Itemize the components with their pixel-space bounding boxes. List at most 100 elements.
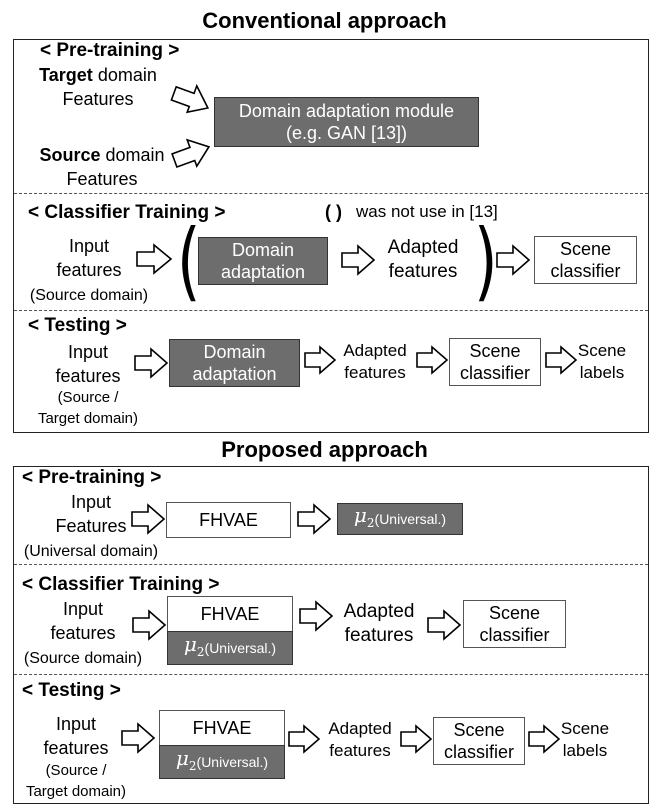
stage-label-testing: < Testing > bbox=[28, 315, 127, 336]
input-line1: Input bbox=[55, 714, 97, 734]
input-line3: (Source domain) bbox=[29, 287, 149, 304]
divider bbox=[14, 564, 648, 565]
target-line2: Features bbox=[62, 89, 134, 109]
target-rest: domain bbox=[92, 65, 157, 85]
input-line4: Target domain) bbox=[37, 410, 139, 427]
input-line2: Features bbox=[55, 516, 127, 536]
stage-label-testing: < Testing > bbox=[22, 680, 121, 701]
scene-line1: Scene bbox=[469, 341, 521, 361]
module-line1: Domain adaptation module bbox=[238, 101, 455, 121]
input-features-label: Input features bbox=[18, 340, 158, 388]
stage-label-classifier-training: < Classifier Training > bbox=[28, 202, 226, 223]
scene-line1: Scene bbox=[488, 603, 541, 623]
mu2-label: (Universal.) bbox=[196, 754, 269, 770]
mu2-symbol: μ2 bbox=[354, 504, 375, 534]
mu-symbol: μ bbox=[175, 746, 189, 770]
scene-line2: classifier bbox=[479, 625, 550, 645]
da-line1: Domain bbox=[203, 342, 266, 362]
da-line1: Domain bbox=[231, 240, 295, 260]
labels-line1: Scene bbox=[560, 719, 610, 738]
arrow-icon bbox=[427, 609, 462, 641]
fhvae-box: FHVAE bbox=[167, 596, 293, 632]
arrow-icon bbox=[121, 722, 156, 754]
da-line2: adaptation bbox=[192, 364, 277, 384]
adapted-line2: features bbox=[344, 363, 406, 382]
fhvae-label: FHVAE bbox=[200, 604, 260, 624]
adapted-line2: features bbox=[344, 625, 414, 646]
arrow-icon bbox=[132, 609, 167, 641]
mu-sub: 2 bbox=[196, 645, 205, 659]
mu-symbol: μ bbox=[353, 503, 367, 527]
stage-label-pretraining: < Pre-training > bbox=[40, 40, 180, 61]
scene-labels-label: Scene labels bbox=[555, 718, 615, 762]
adapted-features-label: Adapted features bbox=[376, 236, 470, 284]
mu-sub: 2 bbox=[188, 759, 197, 773]
adapted-line1: Adapted bbox=[387, 237, 459, 258]
arrow-icon bbox=[400, 724, 433, 754]
labels-line1: Scene bbox=[577, 341, 627, 360]
mu2-symbol: μ2 bbox=[184, 633, 205, 663]
domain-adaptation-box: Domain adaptation bbox=[198, 237, 328, 285]
input-line4: Target domain) bbox=[25, 783, 127, 800]
adapted-line1: Adapted bbox=[328, 719, 392, 738]
input-line1: Input bbox=[70, 492, 112, 512]
input-line1: Input bbox=[67, 342, 109, 362]
module-line2: (e.g. GAN [13]) bbox=[285, 123, 408, 143]
mu-symbol: μ bbox=[183, 632, 197, 656]
arrow-icon bbox=[416, 345, 449, 375]
open-paren: ( bbox=[177, 211, 201, 311]
mu-sub: 2 bbox=[366, 516, 375, 530]
mu2-label: (Universal.) bbox=[374, 511, 447, 527]
input-domain-label: (Source / Target domain) bbox=[18, 387, 158, 429]
input-line1: Input bbox=[68, 236, 110, 256]
arrow-icon bbox=[528, 724, 561, 754]
divider bbox=[14, 674, 648, 675]
divider bbox=[14, 193, 648, 194]
input-line3: (Universal domain) bbox=[23, 543, 159, 560]
mu2-universal-box: μ2(Universal.) bbox=[167, 631, 293, 665]
mu2-universal-box: μ2(Universal.) bbox=[159, 745, 285, 779]
target-bold: Target bbox=[39, 65, 93, 85]
input-line2: features bbox=[55, 366, 121, 386]
stage-label-pretraining: < Pre-training > bbox=[22, 467, 162, 488]
input-line2: features bbox=[56, 260, 122, 280]
arrow-icon bbox=[134, 347, 169, 379]
arrow-icon bbox=[496, 244, 531, 276]
arrow-icon bbox=[288, 724, 321, 754]
scene-line1: Scene bbox=[453, 720, 505, 740]
arrow-icon bbox=[136, 243, 173, 275]
proposed-title: Proposed approach bbox=[221, 437, 428, 462]
input-line2: features bbox=[43, 738, 109, 758]
scene-line2: classifier bbox=[443, 742, 514, 762]
arrow-icon bbox=[297, 503, 332, 535]
da-line2: adaptation bbox=[220, 262, 306, 282]
arrow-icon bbox=[545, 345, 578, 375]
source-line2: Features bbox=[66, 169, 138, 189]
adapted-line2: features bbox=[388, 261, 458, 282]
fhvae-box: FHVAE bbox=[159, 710, 285, 746]
arrow-icon bbox=[131, 503, 166, 535]
source-rest: domain bbox=[100, 145, 165, 165]
input-domain-label: (Source / Target domain) bbox=[6, 760, 146, 802]
mu2-symbol: μ2 bbox=[176, 747, 197, 777]
stage-label-classifier-training: < Classifier Training > bbox=[22, 574, 220, 595]
input-line3: (Source domain) bbox=[23, 650, 143, 667]
input-features-label: Input features bbox=[6, 712, 146, 760]
paren-note-symbol: ( ) bbox=[325, 202, 342, 222]
scene-line2: classifier bbox=[459, 363, 530, 383]
adapted-line2: features bbox=[329, 741, 391, 760]
input-line3: (Source / bbox=[57, 389, 119, 406]
fhvae-label: FHVAE bbox=[192, 718, 252, 738]
arrow-icon bbox=[170, 83, 210, 114]
labels-line2: labels bbox=[579, 363, 625, 382]
scene-line1: Scene bbox=[559, 239, 612, 259]
input-features-label: Input features (Source domain) bbox=[10, 597, 156, 670]
input-line3: (Source / bbox=[45, 762, 107, 779]
source-bold: Source bbox=[39, 145, 101, 165]
arrow-icon bbox=[341, 244, 376, 276]
labels-line2: labels bbox=[562, 741, 608, 760]
input-line1: Input bbox=[62, 599, 104, 619]
fhvae-label: FHVAE bbox=[199, 510, 258, 530]
arrow-icon bbox=[171, 138, 211, 169]
arrow-icon bbox=[299, 600, 334, 632]
